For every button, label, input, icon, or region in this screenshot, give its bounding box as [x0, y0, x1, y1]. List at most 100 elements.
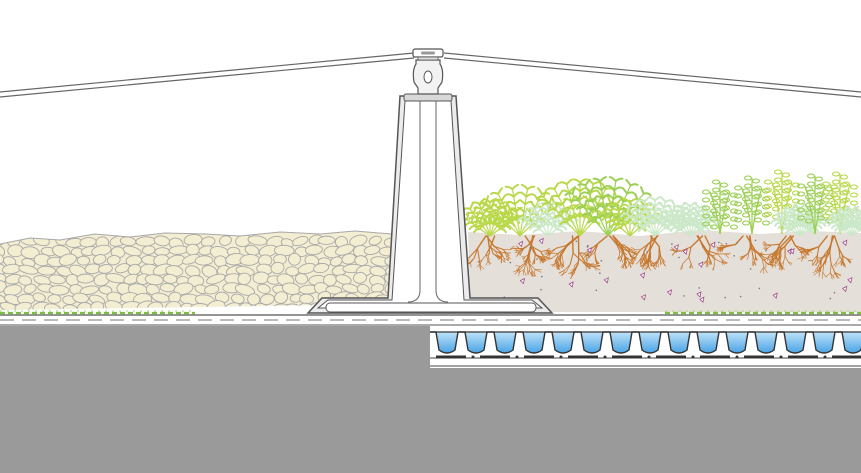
pebble — [122, 245, 142, 257]
pebble — [237, 272, 252, 286]
pebble — [90, 301, 105, 310]
pebble — [14, 301, 32, 310]
substrate-grain — [699, 296, 705, 304]
drainage-board — [430, 326, 861, 368]
substrate-grain — [673, 244, 679, 251]
drainage-cup — [575, 331, 604, 354]
pebble — [325, 285, 343, 295]
pebble — [204, 284, 220, 295]
substrate-grain — [519, 277, 525, 285]
pebble — [356, 283, 370, 295]
pebble — [48, 274, 66, 285]
substrate-grain — [603, 277, 609, 284]
substrate-grain — [666, 289, 673, 296]
plants — [455, 169, 861, 237]
pebble — [256, 283, 271, 294]
pebble — [206, 273, 226, 285]
pebble — [48, 285, 70, 296]
pebble — [145, 283, 160, 296]
pebble — [114, 263, 131, 274]
pebble — [47, 294, 62, 304]
guardrail-post-icon — [306, 93, 554, 314]
pebble — [219, 235, 232, 246]
pebble — [18, 275, 33, 286]
cable-clamp-icon — [412, 48, 444, 95]
pebble — [98, 285, 113, 295]
pebble — [313, 262, 330, 274]
pebble — [0, 280, 7, 294]
substrate-grain — [698, 261, 704, 268]
drainage-cup — [459, 331, 488, 354]
drainage-cup — [633, 331, 662, 354]
substrate-grain — [710, 241, 716, 249]
pebble — [274, 291, 289, 304]
plant-icon — [824, 205, 861, 237]
drainage-cup — [517, 331, 546, 354]
drainage-cup — [604, 331, 633, 354]
pebble — [58, 253, 77, 266]
pebble — [76, 273, 95, 284]
pebble — [32, 292, 46, 303]
pebble — [317, 235, 336, 245]
substrate-grain — [568, 281, 574, 288]
pebble — [259, 293, 275, 306]
pebble — [185, 243, 200, 256]
pebble — [295, 273, 309, 285]
pebble — [234, 284, 255, 296]
pebble — [37, 265, 56, 276]
substrate-grain — [639, 272, 646, 279]
substrate-layer — [468, 230, 861, 312]
membrane-layers — [0, 314, 861, 326]
pebble — [23, 283, 37, 294]
substrate-grain — [586, 247, 592, 254]
drainage-cup — [807, 331, 836, 354]
pebble — [141, 245, 156, 255]
pebble — [189, 303, 210, 310]
plant-icon — [619, 196, 691, 237]
pebble — [194, 255, 214, 266]
pebble — [238, 302, 254, 310]
drainage-cup — [691, 331, 720, 354]
pebble — [79, 285, 100, 296]
drainage-cup — [749, 331, 778, 354]
substrate-grain — [842, 239, 848, 247]
substrate-grain — [682, 248, 688, 256]
substrate-grain — [772, 292, 778, 299]
pebble — [363, 245, 381, 255]
pebble — [252, 271, 270, 285]
pebble — [292, 236, 309, 247]
pebble — [353, 271, 367, 284]
pebble — [270, 261, 285, 275]
plant-icon — [701, 179, 739, 235]
substrate-grain — [538, 237, 544, 245]
plant-icon — [733, 175, 771, 235]
drainage-cup — [430, 331, 459, 354]
drainage-cup — [662, 331, 691, 354]
substrate-grain — [517, 240, 524, 248]
pebble — [201, 265, 218, 278]
substrate-grain — [847, 276, 853, 284]
guardrail-cables — [0, 52, 861, 98]
filter-fleece — [0, 310, 861, 315]
drainage-cup — [778, 331, 807, 354]
drainage-cup — [546, 331, 575, 354]
pebble — [72, 292, 89, 304]
drainage-cup — [720, 331, 749, 354]
pebble — [98, 264, 113, 274]
pebble — [288, 252, 302, 266]
plant-icon — [658, 201, 722, 237]
pebble — [368, 235, 382, 246]
substrate-grain — [696, 291, 702, 298]
pebble — [335, 274, 352, 285]
pebble — [247, 293, 261, 306]
pebble — [305, 244, 323, 256]
substrate-grain — [789, 247, 795, 255]
pebble — [92, 254, 107, 265]
substrate-grain — [842, 285, 848, 293]
pebble — [106, 255, 121, 266]
pebble — [76, 255, 91, 266]
drainage-cup — [488, 331, 517, 354]
substrate-grain — [640, 294, 647, 301]
